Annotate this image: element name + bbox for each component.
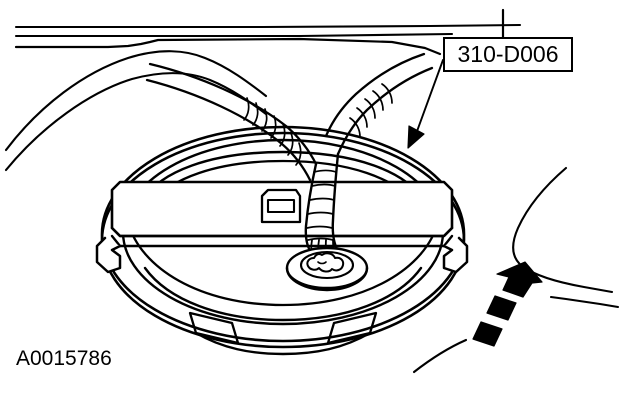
corrugated-hose-right (324, 52, 434, 156)
underbody-curve-lines (4, 50, 268, 172)
installation-direction-arrow (472, 261, 543, 347)
fuel-pump-module (100, 125, 466, 356)
corrugated-hose-left (145, 62, 318, 182)
right-body-panel-lines (412, 166, 620, 374)
callout-label-box[interactable]: 310-D006 (443, 37, 573, 72)
callout-label-text: 310-D006 (457, 41, 559, 67)
body-panel-lines (14, 23, 522, 56)
grommet-fitting (285, 246, 369, 292)
callout-arrowhead (407, 125, 425, 149)
figure-id-label: A0015786 (16, 347, 112, 370)
retaining-bracket (95, 180, 469, 274)
callout-leader (415, 8, 505, 135)
